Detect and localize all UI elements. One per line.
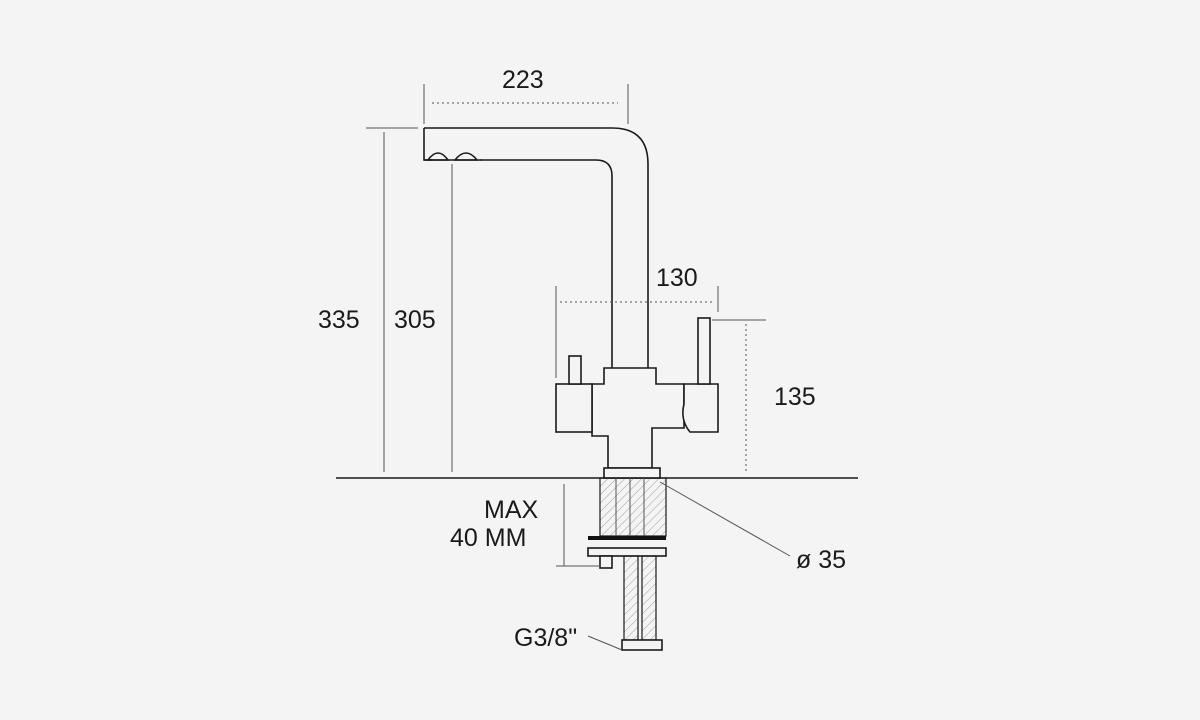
max-thickness-label-line2: 40 MM bbox=[450, 524, 526, 552]
handle-height-label: 135 bbox=[774, 383, 816, 411]
total-height-label: 335 bbox=[318, 306, 360, 334]
max-thickness-label-line1: MAX bbox=[484, 496, 539, 524]
spout-reach-label: 223 bbox=[502, 66, 544, 94]
handle-span-label: 130 bbox=[656, 264, 698, 292]
faucet-outline bbox=[423, 127, 719, 651]
hole-diameter-label: ø 35 bbox=[796, 546, 846, 574]
spout-height-label: 305 bbox=[394, 306, 436, 334]
thread-size-label: G3/8" bbox=[514, 624, 577, 652]
dimension-lines bbox=[366, 84, 791, 651]
